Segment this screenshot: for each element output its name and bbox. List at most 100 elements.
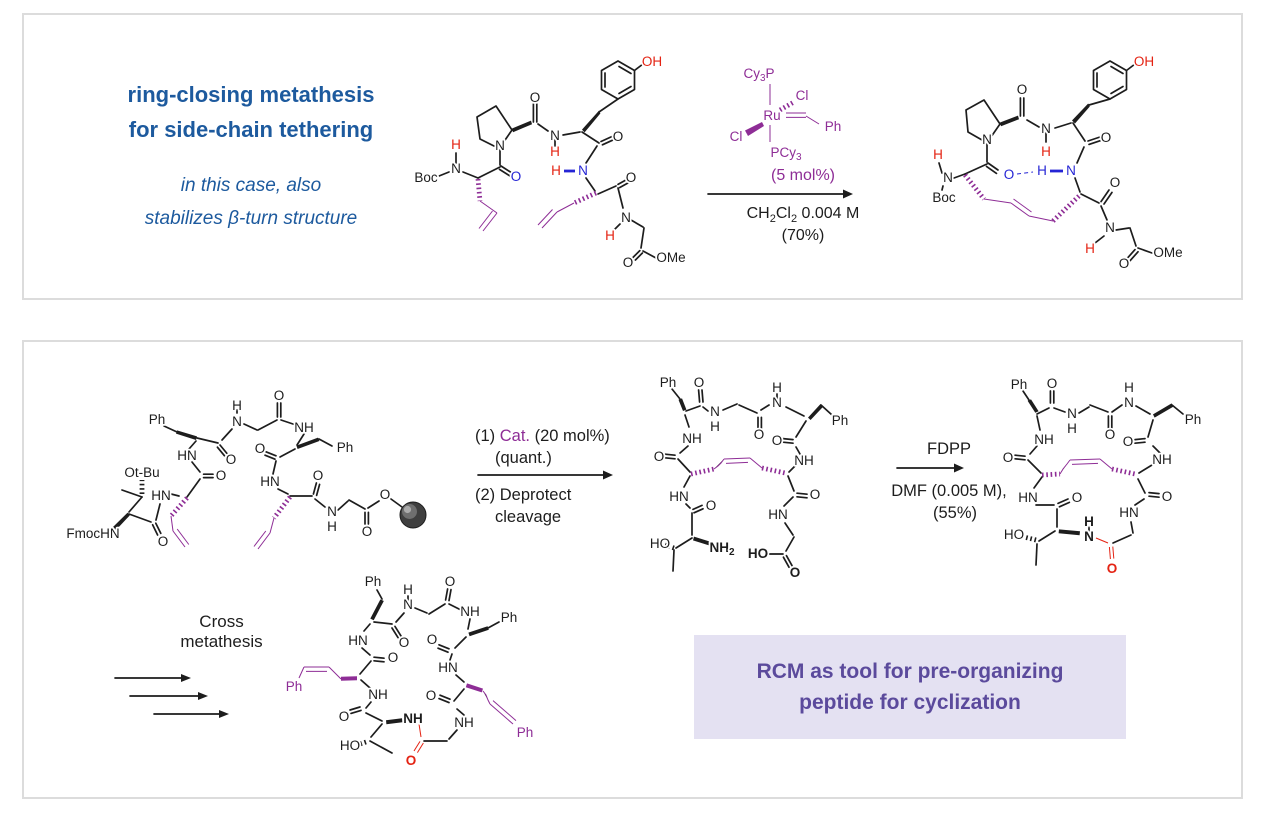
atom-label: O [1162,489,1173,504]
atom-label: N [578,163,588,178]
structure-cross-metathesis-product: Ph O N H O NH Ph HN O Ph NH O NH O NH O … [284,572,535,770]
atom-label: HN [1018,490,1038,505]
structure-grubbs-catalyst: Cy3P Cl Ru Ph Cl PCy3 [728,64,843,165]
atom-label: H [1084,514,1094,529]
bonds [1014,390,1184,566]
ph-label: Ph [337,440,354,455]
atom-label: O [426,688,437,703]
atom-label: O [1105,427,1116,442]
atom-label: O [226,452,237,467]
atom-label: O [654,449,665,464]
atom-label: H [1041,144,1051,159]
atom-label: HN [260,474,280,489]
cross-metathesis-label: Cross metathesis [180,612,263,651]
step1-line2: (quant.) [495,449,552,467]
subtitle-line2: stabilizes β-turn structure [144,208,358,229]
atom-label: N [327,504,337,519]
atom-label: O [623,255,634,270]
structure-seco-acid: Ph NH O HN O NH2 HO NH O Ph N H O N H O … [648,373,850,582]
fdpp-yield: (55%) [932,504,977,522]
rcm-statement-box: RCM as tool for pre-organizing peptide f… [694,635,1126,739]
atom-labels: OH O N H N O N H Boc O H N O N H O OMe [413,52,688,272]
atom-label: HO [1004,527,1024,542]
ph-label: Ph [149,412,166,427]
atom-label: O [427,632,438,647]
atom-label: N [550,128,560,143]
atom-label: NH [794,453,814,468]
atom-label: H [550,144,560,159]
atom-label: O [1047,376,1058,391]
bonds [438,60,657,261]
ph-label: Ph [286,679,303,694]
atom-label: O [1110,175,1121,190]
ph-label: Ph [660,375,677,390]
atom-label: HO [748,546,768,561]
atom-label: N [943,170,953,185]
atom-label: N [1041,121,1051,136]
atom-labels: Ph O N H O NH Ph HN O Ph NH O NH O NH O … [284,572,535,770]
atom-labels: Ph NH O HN O NH2 HO NH O Ph N H O N H O … [648,373,850,582]
atom-label: O [313,468,324,483]
atom-label: O [399,635,410,650]
atom-label: HN [177,448,197,463]
atom-label: O [362,524,373,539]
atom-label: H [1124,380,1134,395]
step1-line4: cleavage [495,508,562,526]
atom-label: O [626,170,637,185]
atom-label: O [790,565,801,580]
atom-label: O [339,709,350,724]
atom-label: HO [340,738,360,753]
atom-label: NH2 [709,540,735,558]
atom-label: H [710,419,720,434]
atom-label: N [982,132,992,147]
atom-label: O [1003,450,1014,465]
atom-label: O [1101,130,1112,145]
atom-label: N [1105,220,1115,235]
atom-label: N [1124,395,1134,410]
atom-label: O [158,534,169,549]
structure-diene-starting-material: OH O N H N O N H Boc O H N O N H O OMe [413,52,688,272]
reaction-arrow-3 [896,463,964,473]
atom-label: O [406,753,417,768]
atom-label: H [1037,163,1047,178]
atom-label: O [445,574,456,589]
atom-label: N [403,597,413,612]
yield-line: (70%) [781,227,825,244]
ligand-top-label: Cy3P [743,66,774,84]
reaction-arrow-1 [707,189,853,199]
ome-label: OMe [1153,245,1182,260]
atom-label: O [1119,256,1130,271]
fdpp-solvent: DMF (0.005 M), [891,482,1007,500]
headline-line2: for side-chain tethering [128,117,374,142]
atom-labels: Ph O N H O NH Ph O HN O N H O O Ot-Bu HN… [65,386,392,551]
atom-label: O [754,427,765,442]
atom-label: H [551,163,561,178]
atom-label: O [216,468,227,483]
atom-label: H [1085,241,1095,256]
atom-label: NH [1152,452,1172,467]
atom-label: H [605,228,615,243]
fmoc-label: FmocHN [66,526,119,541]
boc-label: Boc [414,170,438,185]
atom-label: NH [454,715,474,730]
boc-label: Boc [932,190,956,205]
oh-label: OH [642,54,662,69]
structure-rcm-product: OH O N H N O H N N H Boc O O N H O OMe [931,52,1185,273]
atom-label: O [706,498,717,513]
atom-label: O [274,388,285,403]
reaction-arrow-2 [477,470,613,480]
atom-labels: Ph O N H O N H Ph NH O HN O H N O HN O N… [1001,374,1203,578]
atom-label: N [451,161,461,176]
ph-label: Ph [501,610,518,625]
headline-block: ring-closing metathesis for side-chain t… [76,77,426,235]
atom-label: NH [460,604,480,619]
atom-label: N [1066,163,1076,178]
atom-label: H [933,147,943,162]
atom-label: H [451,137,461,152]
atom-label: O [1123,434,1134,449]
rcm-statement-line2: peptide for cyclization [799,690,1021,714]
cat-label: Cat. [499,427,531,445]
atom-labels: Cy3P Cl Ru Ph Cl PCy3 [728,64,843,165]
atom-label: N [232,414,242,429]
